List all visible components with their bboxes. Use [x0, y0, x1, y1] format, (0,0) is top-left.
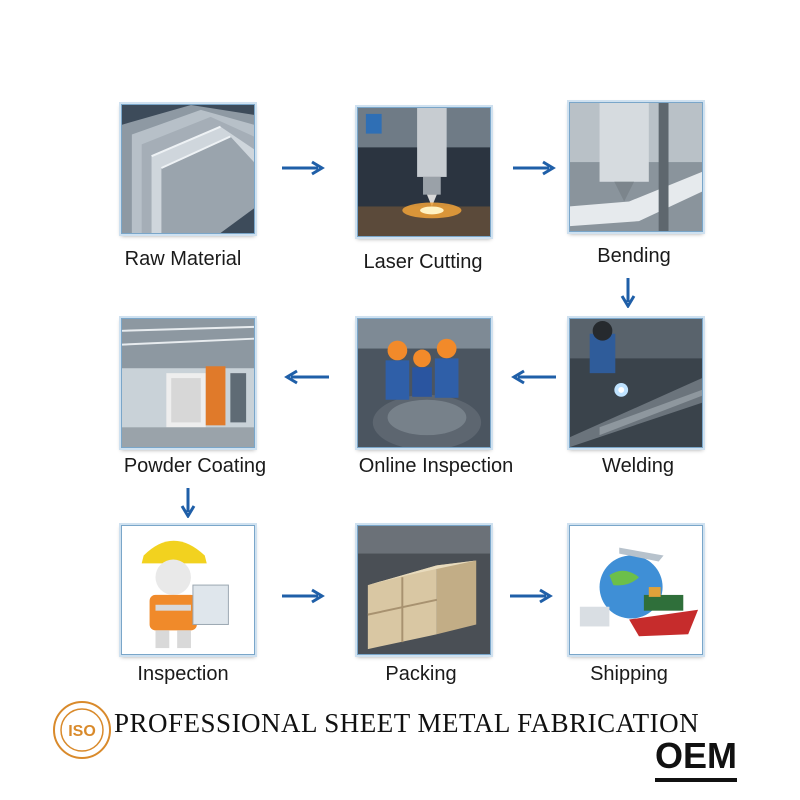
step-raw-material-image [121, 104, 255, 234]
arrow-down-icon [180, 488, 196, 518]
arrow-right-icon [513, 160, 559, 176]
step-shipping-image [569, 525, 703, 655]
step-packing-image [357, 525, 491, 655]
iso-logo-icon: ISO [52, 700, 112, 760]
step-laser-cutting-image [357, 107, 491, 237]
step-label-packing: Packing [385, 663, 457, 685]
arrow-right-icon [282, 160, 328, 176]
arrow-left-icon [283, 369, 329, 385]
arrow-down-icon [620, 278, 636, 308]
step-label-laser-cutting: Laser Cutting [363, 251, 483, 273]
arrow-left-icon [510, 369, 556, 385]
footer-title: PROFESSIONAL SHEET METAL FABRICATION [114, 708, 700, 738]
step-inspection-image [121, 525, 255, 655]
step-powder-coating-image [121, 318, 255, 448]
step-label-shipping: Shipping [590, 663, 668, 685]
step-label-inspection: Inspection [137, 663, 229, 685]
step-label-bending: Bending [597, 245, 671, 267]
step-label-raw-material: Raw Material [124, 248, 242, 270]
footer-oem: OEM [655, 736, 738, 782]
step-bending-image [569, 102, 703, 232]
step-online-inspection-image [357, 318, 491, 448]
step-welding-image [569, 318, 703, 448]
step-label-online-inspection: Online Inspection [358, 455, 514, 477]
arrow-right-icon [510, 588, 556, 604]
step-label-powder-coating: Powder Coating [123, 455, 267, 477]
iso-logo-text: ISO [68, 723, 96, 740]
arrow-right-icon [282, 588, 328, 604]
step-label-welding: Welding [602, 455, 674, 477]
